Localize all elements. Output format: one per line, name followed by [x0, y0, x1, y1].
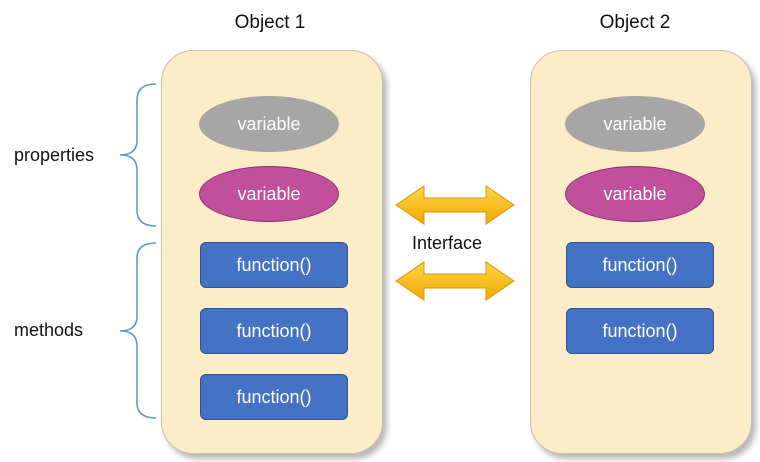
object-1-function-1: function()	[200, 242, 348, 288]
object-1-title: Object 1	[234, 12, 306, 33]
properties-label: properties	[14, 145, 95, 165]
object-2-title: Object 2	[599, 12, 671, 33]
object-1-function-3: function()	[200, 374, 348, 420]
methods-label: methods	[14, 320, 84, 340]
object-2-function-2: function()	[566, 308, 714, 354]
interface-arrow-bottom-icon	[395, 261, 515, 301]
properties-brace-icon	[119, 83, 157, 227]
object-1-variable-1: variable	[199, 96, 339, 152]
interface-label: Interface	[412, 233, 483, 253]
methods-brace-icon	[119, 242, 157, 419]
object-2-function-1: function()	[566, 242, 714, 288]
object-1-function-2: function()	[200, 308, 348, 354]
object-2-variable-2: variable	[565, 166, 705, 222]
interface-arrow-top-icon	[395, 185, 515, 225]
object-1-variable-2: variable	[199, 166, 339, 222]
object-2-variable-1: variable	[565, 96, 705, 152]
